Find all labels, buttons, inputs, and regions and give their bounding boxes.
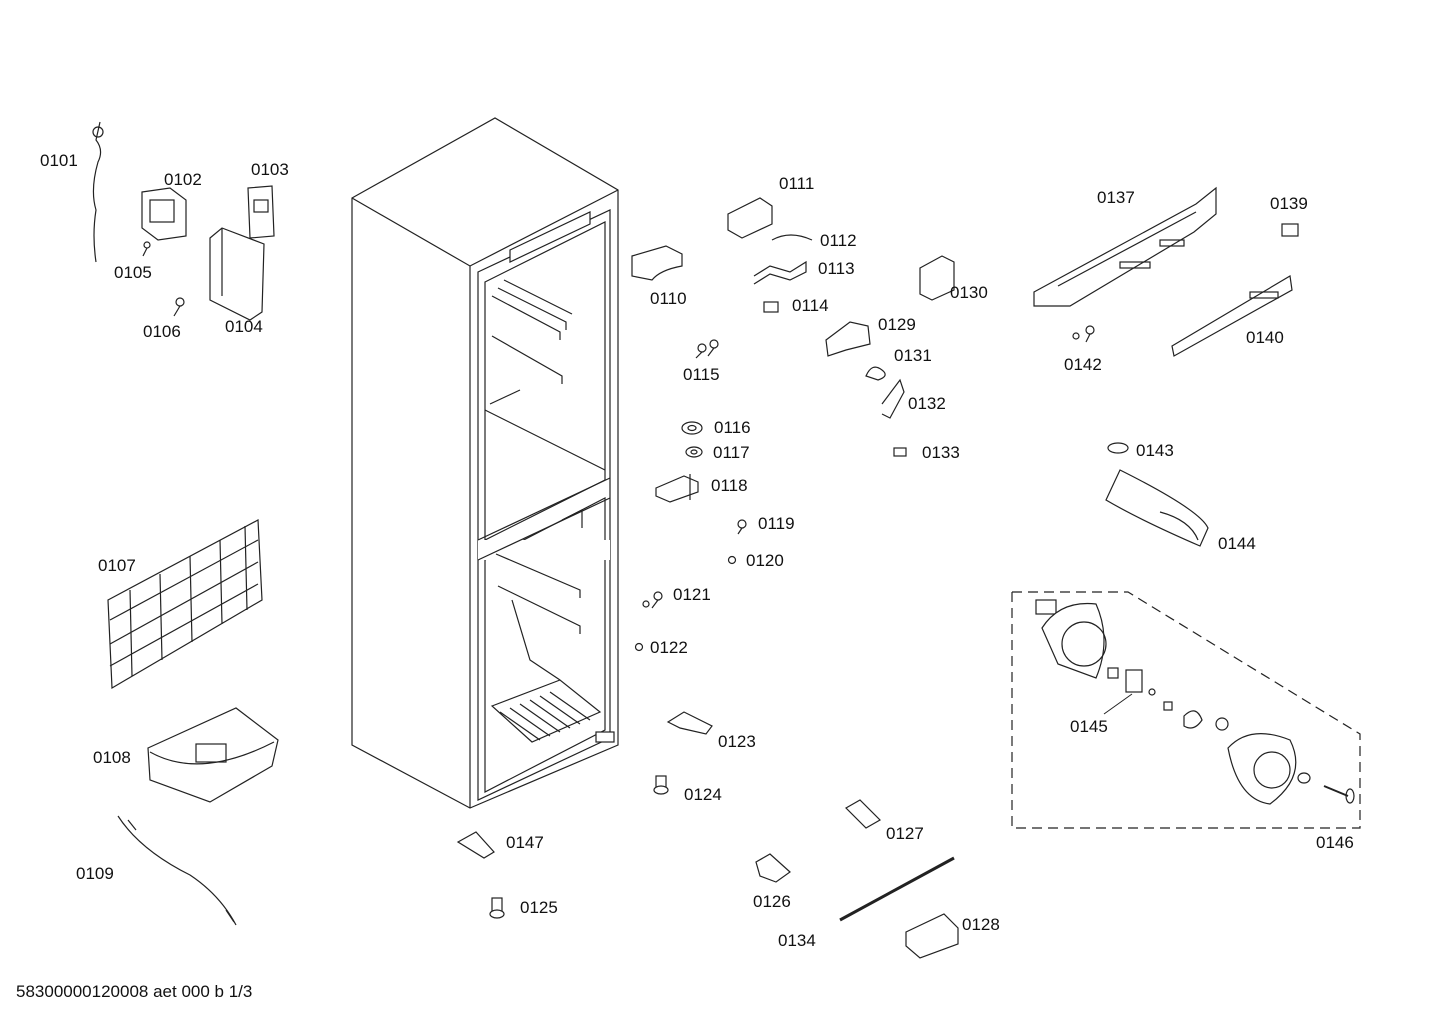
part-label-0130: 0130 xyxy=(950,283,988,302)
washer-icon xyxy=(681,421,703,435)
small-clip-icon xyxy=(893,447,907,457)
bracket-icon xyxy=(727,197,773,239)
lamp-bulb-icon xyxy=(1107,442,1129,454)
screw-icon xyxy=(142,241,151,257)
control-housing-icon xyxy=(209,227,265,321)
part-label-0128: 0128 xyxy=(962,915,1000,934)
cable-harness-icon xyxy=(117,815,237,926)
part-label-0144: 0144 xyxy=(1218,534,1256,553)
part-label-0137: 0137 xyxy=(1097,188,1135,207)
adjustable-foot-icon xyxy=(489,897,505,919)
part-label-0124: 0124 xyxy=(684,785,722,804)
part-label-0146: 0146 xyxy=(1316,833,1354,852)
part-label-0105: 0105 xyxy=(114,263,152,282)
part-label-0101: 0101 xyxy=(40,151,78,170)
part-label-0139: 0139 xyxy=(1270,194,1308,213)
screw-icon xyxy=(695,339,719,359)
part-label-0142: 0142 xyxy=(1064,355,1102,374)
hinge-plate-icon xyxy=(753,260,807,285)
fridge-cabinet xyxy=(351,117,619,809)
part-label-0106: 0106 xyxy=(143,322,181,341)
bottom-hinge-icon xyxy=(666,711,713,735)
spring-clip-icon xyxy=(865,366,886,381)
fan-assembly-group xyxy=(1011,591,1361,829)
lamp-cover-strip-icon xyxy=(1171,275,1293,357)
adjustable-foot-icon xyxy=(653,775,669,795)
hinge-bracket-icon xyxy=(655,474,699,503)
part-label-0147: 0147 xyxy=(506,833,544,852)
switch-button-icon xyxy=(1281,223,1299,237)
clip-icon xyxy=(771,234,813,241)
part-label-0117: 0117 xyxy=(713,443,750,462)
screw-icon xyxy=(1072,325,1095,343)
part-label-0113: 0113 xyxy=(818,259,855,278)
part-label-0108: 0108 xyxy=(93,748,131,767)
part-label-0116: 0116 xyxy=(714,418,751,437)
screw-icon xyxy=(173,297,185,317)
relay-box-icon xyxy=(141,187,187,241)
drip-tray-icon xyxy=(147,707,279,803)
part-label-0122: 0122 xyxy=(650,638,688,657)
part-label-0119: 0119 xyxy=(758,514,795,533)
part-label-0129: 0129 xyxy=(878,315,916,334)
part-label-0127: 0127 xyxy=(886,824,924,843)
part-label-0107: 0107 xyxy=(98,556,136,575)
part-label-0111: 0111 xyxy=(779,174,815,193)
part-label-0115: 0115 xyxy=(683,365,720,384)
thermostat-switch-icon xyxy=(247,185,275,239)
part-label-0145: 0145 xyxy=(1070,717,1108,736)
screw-icon xyxy=(737,519,747,535)
part-label-0132: 0132 xyxy=(908,394,946,413)
part-label-0125: 0125 xyxy=(520,898,558,917)
part-label-0131: 0131 xyxy=(894,346,932,365)
power-cord-icon xyxy=(92,121,104,263)
part-label-0112: 0112 xyxy=(820,231,857,250)
part-label-0120: 0120 xyxy=(746,551,784,570)
part-label-0114: 0114 xyxy=(792,296,829,315)
condenser-grille-icon xyxy=(107,519,263,690)
clip-holder-icon xyxy=(755,853,791,883)
small-clip-icon xyxy=(763,301,779,313)
small-ring-icon xyxy=(634,642,644,652)
block-icon xyxy=(845,799,881,829)
bracket-icon xyxy=(881,378,905,419)
part-label-0104: 0104 xyxy=(225,317,263,336)
part-label-0126: 0126 xyxy=(753,892,791,911)
lamp-cover-icon xyxy=(1105,469,1209,547)
small-ring-icon xyxy=(727,555,737,565)
part-label-0123: 0123 xyxy=(718,732,756,751)
rod-icon xyxy=(839,856,955,922)
screw-icon xyxy=(642,591,663,609)
part-label-0133: 0133 xyxy=(922,443,960,462)
document-reference-footer: 58300000120008 aet 000 b 1/3 xyxy=(16,982,253,1001)
washer-icon xyxy=(685,446,703,458)
part-label-0121: 0121 xyxy=(673,585,711,604)
part-label-0109: 0109 xyxy=(76,864,114,883)
lamp-housing-icon xyxy=(1033,186,1217,307)
cover-cap-icon xyxy=(631,245,683,281)
foot-cover-icon xyxy=(905,913,959,959)
part-label-0143: 0143 xyxy=(1136,441,1174,460)
part-label-0102: 0102 xyxy=(164,170,202,189)
part-label-0118: 0118 xyxy=(711,476,748,495)
bottom-hinge-icon xyxy=(456,831,495,859)
part-label-0110: 0110 xyxy=(650,289,687,308)
cover-cap-icon xyxy=(825,321,871,357)
part-label-0134: 0134 xyxy=(778,931,816,950)
part-label-0140: 0140 xyxy=(1246,328,1284,347)
cover-block-icon xyxy=(919,255,955,301)
part-label-0103: 0103 xyxy=(251,160,289,179)
